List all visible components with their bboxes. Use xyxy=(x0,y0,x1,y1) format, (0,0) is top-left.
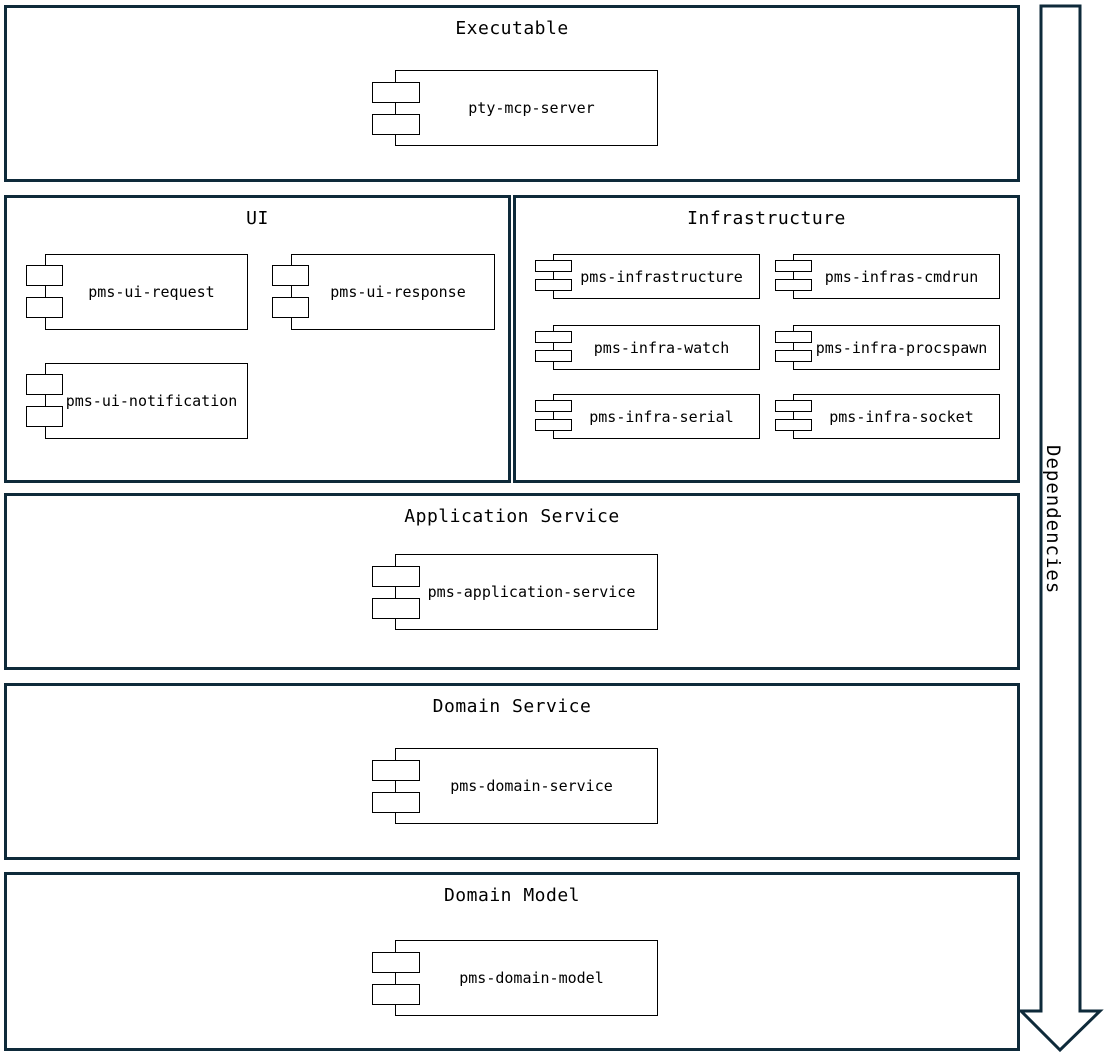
component-port-icon xyxy=(535,331,572,343)
dependencies-label: Dependencies xyxy=(1042,445,1064,595)
component-pms-ui-request[interactable]: pms-ui-request xyxy=(45,254,248,330)
component-pms-domain-model[interactable]: pms-domain-model xyxy=(395,940,658,1016)
component-port-icon xyxy=(775,331,812,343)
component-port-icon xyxy=(26,406,63,427)
component-port-icon xyxy=(535,350,572,362)
component-pms-infrastructure[interactable]: pms-infrastructure xyxy=(553,254,760,299)
component-port-icon xyxy=(535,400,572,412)
component-pms-infra-socket[interactable]: pms-infra-socket xyxy=(793,394,1000,439)
component-pms-infra-procspawn[interactable]: pms-infra-procspawn xyxy=(793,325,1000,370)
component-label: pms-infra-procspawn xyxy=(815,338,988,357)
component-port-icon xyxy=(26,374,63,395)
component-label: pty-mcp-server xyxy=(468,99,595,117)
component-pms-application-service[interactable]: pms-application-service xyxy=(395,554,658,630)
component-label: pms-ui-request xyxy=(88,283,215,301)
component-pms-infra-serial[interactable]: pms-infra-serial xyxy=(553,394,760,439)
component-port-icon xyxy=(26,297,63,318)
component-port-icon xyxy=(372,566,420,587)
layer-title: Domain Model xyxy=(443,885,581,906)
component-port-icon xyxy=(535,419,572,431)
component-port-icon xyxy=(26,265,63,286)
component-label: pms-ui-notification xyxy=(65,392,238,410)
component-port-icon xyxy=(372,598,420,619)
component-port-icon xyxy=(372,952,420,973)
component-label: pms-infrastructure xyxy=(580,267,743,286)
layer-title: Domain Service xyxy=(432,696,592,717)
component-port-icon xyxy=(775,419,812,431)
component-pms-infras-cmdrun[interactable]: pms-infras-cmdrun xyxy=(793,254,1000,299)
layer-title: Application Service xyxy=(404,506,620,527)
component-label: pms-infra-serial xyxy=(589,407,734,426)
component-port-icon xyxy=(775,400,812,412)
component-label: pms-ui-response xyxy=(330,283,466,301)
layer-ui: UI pms-ui-request pms-ui-response pms-ui… xyxy=(4,195,511,483)
component-port-icon xyxy=(775,260,812,272)
component-label: pms-domain-model xyxy=(459,969,604,987)
component-port-icon xyxy=(372,82,420,103)
component-port-icon xyxy=(372,760,420,781)
component-port-icon xyxy=(372,114,420,135)
layer-title: Executable xyxy=(455,18,569,39)
component-pty-mcp-server[interactable]: pty-mcp-server xyxy=(395,70,658,146)
component-label: pms-domain-service xyxy=(450,777,613,795)
component-port-icon xyxy=(272,297,309,318)
component-port-icon xyxy=(372,984,420,1005)
component-port-icon xyxy=(272,265,309,286)
component-pms-domain-service[interactable]: pms-domain-service xyxy=(395,748,658,824)
component-label: pms-application-service xyxy=(427,583,636,601)
component-pms-ui-response[interactable]: pms-ui-response xyxy=(291,254,495,330)
layer-domain-service: Domain Service pms-domain-service xyxy=(4,683,1020,860)
component-port-icon xyxy=(775,279,812,291)
component-port-icon xyxy=(372,792,420,813)
layer-application-service: Application Service pms-application-serv… xyxy=(4,493,1020,670)
layer-infrastructure: Infrastructure pms-infrastructure pms-in… xyxy=(513,195,1020,483)
component-port-icon xyxy=(535,279,572,291)
layer-title: UI xyxy=(246,208,269,229)
layer-title: Infrastructure xyxy=(687,208,846,229)
component-port-icon xyxy=(535,260,572,272)
component-label: pms-infras-cmdrun xyxy=(824,267,979,286)
component-label: pms-infra-socket xyxy=(829,407,974,426)
component-label: pms-infra-watch xyxy=(593,338,730,357)
component-pms-ui-notification[interactable]: pms-ui-notification xyxy=(45,363,248,439)
component-pms-infra-watch[interactable]: pms-infra-watch xyxy=(553,325,760,370)
component-port-icon xyxy=(775,350,812,362)
dependencies-arrow xyxy=(1017,4,1104,1053)
layer-domain-model: Domain Model pms-domain-model xyxy=(4,872,1020,1051)
layer-executable: Executable pty-mcp-server xyxy=(4,5,1020,182)
